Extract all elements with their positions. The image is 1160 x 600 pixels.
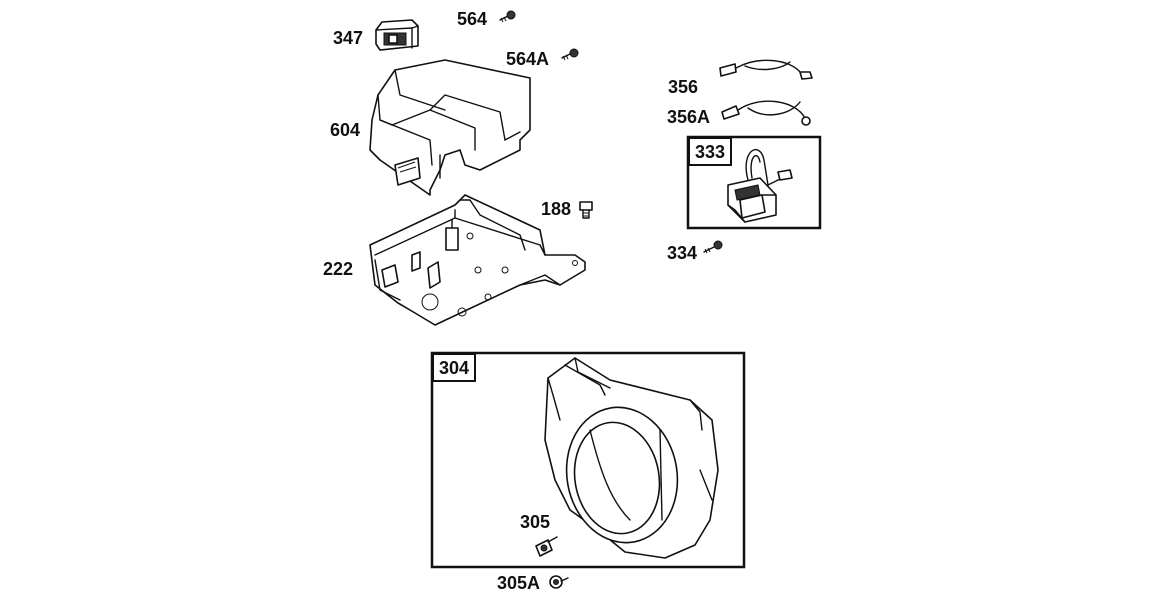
part-label-305a: 305A bbox=[497, 573, 541, 593]
part-label-356: 356 bbox=[668, 77, 699, 97]
bolt-icon bbox=[579, 201, 593, 219]
switch-icon bbox=[375, 19, 419, 51]
control-cover-icon bbox=[369, 59, 531, 196]
part-label-356a: 356A bbox=[667, 107, 711, 127]
part-label-564: 564 bbox=[457, 9, 488, 29]
part-label-222: 222 bbox=[323, 259, 354, 279]
part-label-604: 604 bbox=[330, 120, 361, 140]
part-label-564a: 564A bbox=[506, 49, 550, 69]
screw-icon bbox=[499, 10, 516, 23]
part-label-188: 188 bbox=[541, 199, 572, 219]
blower-frame bbox=[430, 351, 746, 569]
part-label-304: 304 bbox=[432, 353, 477, 382]
ignition-armature-icon bbox=[727, 148, 793, 223]
screw-icon bbox=[703, 240, 723, 254]
part-label-347: 347 bbox=[333, 28, 364, 48]
blower-housing-icon bbox=[544, 357, 719, 559]
armature-frame bbox=[686, 135, 822, 230]
screw-icon bbox=[549, 575, 569, 589]
ground-wire-icon bbox=[719, 59, 813, 80]
part-label-334: 334 bbox=[667, 243, 698, 263]
part-label-305: 305 bbox=[520, 512, 551, 532]
part-label-333: 333 bbox=[688, 137, 733, 166]
bracket-plate-icon bbox=[369, 194, 586, 326]
screw-icon bbox=[535, 536, 558, 557]
ground-wire-icon bbox=[721, 100, 811, 126]
screw-icon bbox=[561, 48, 579, 61]
